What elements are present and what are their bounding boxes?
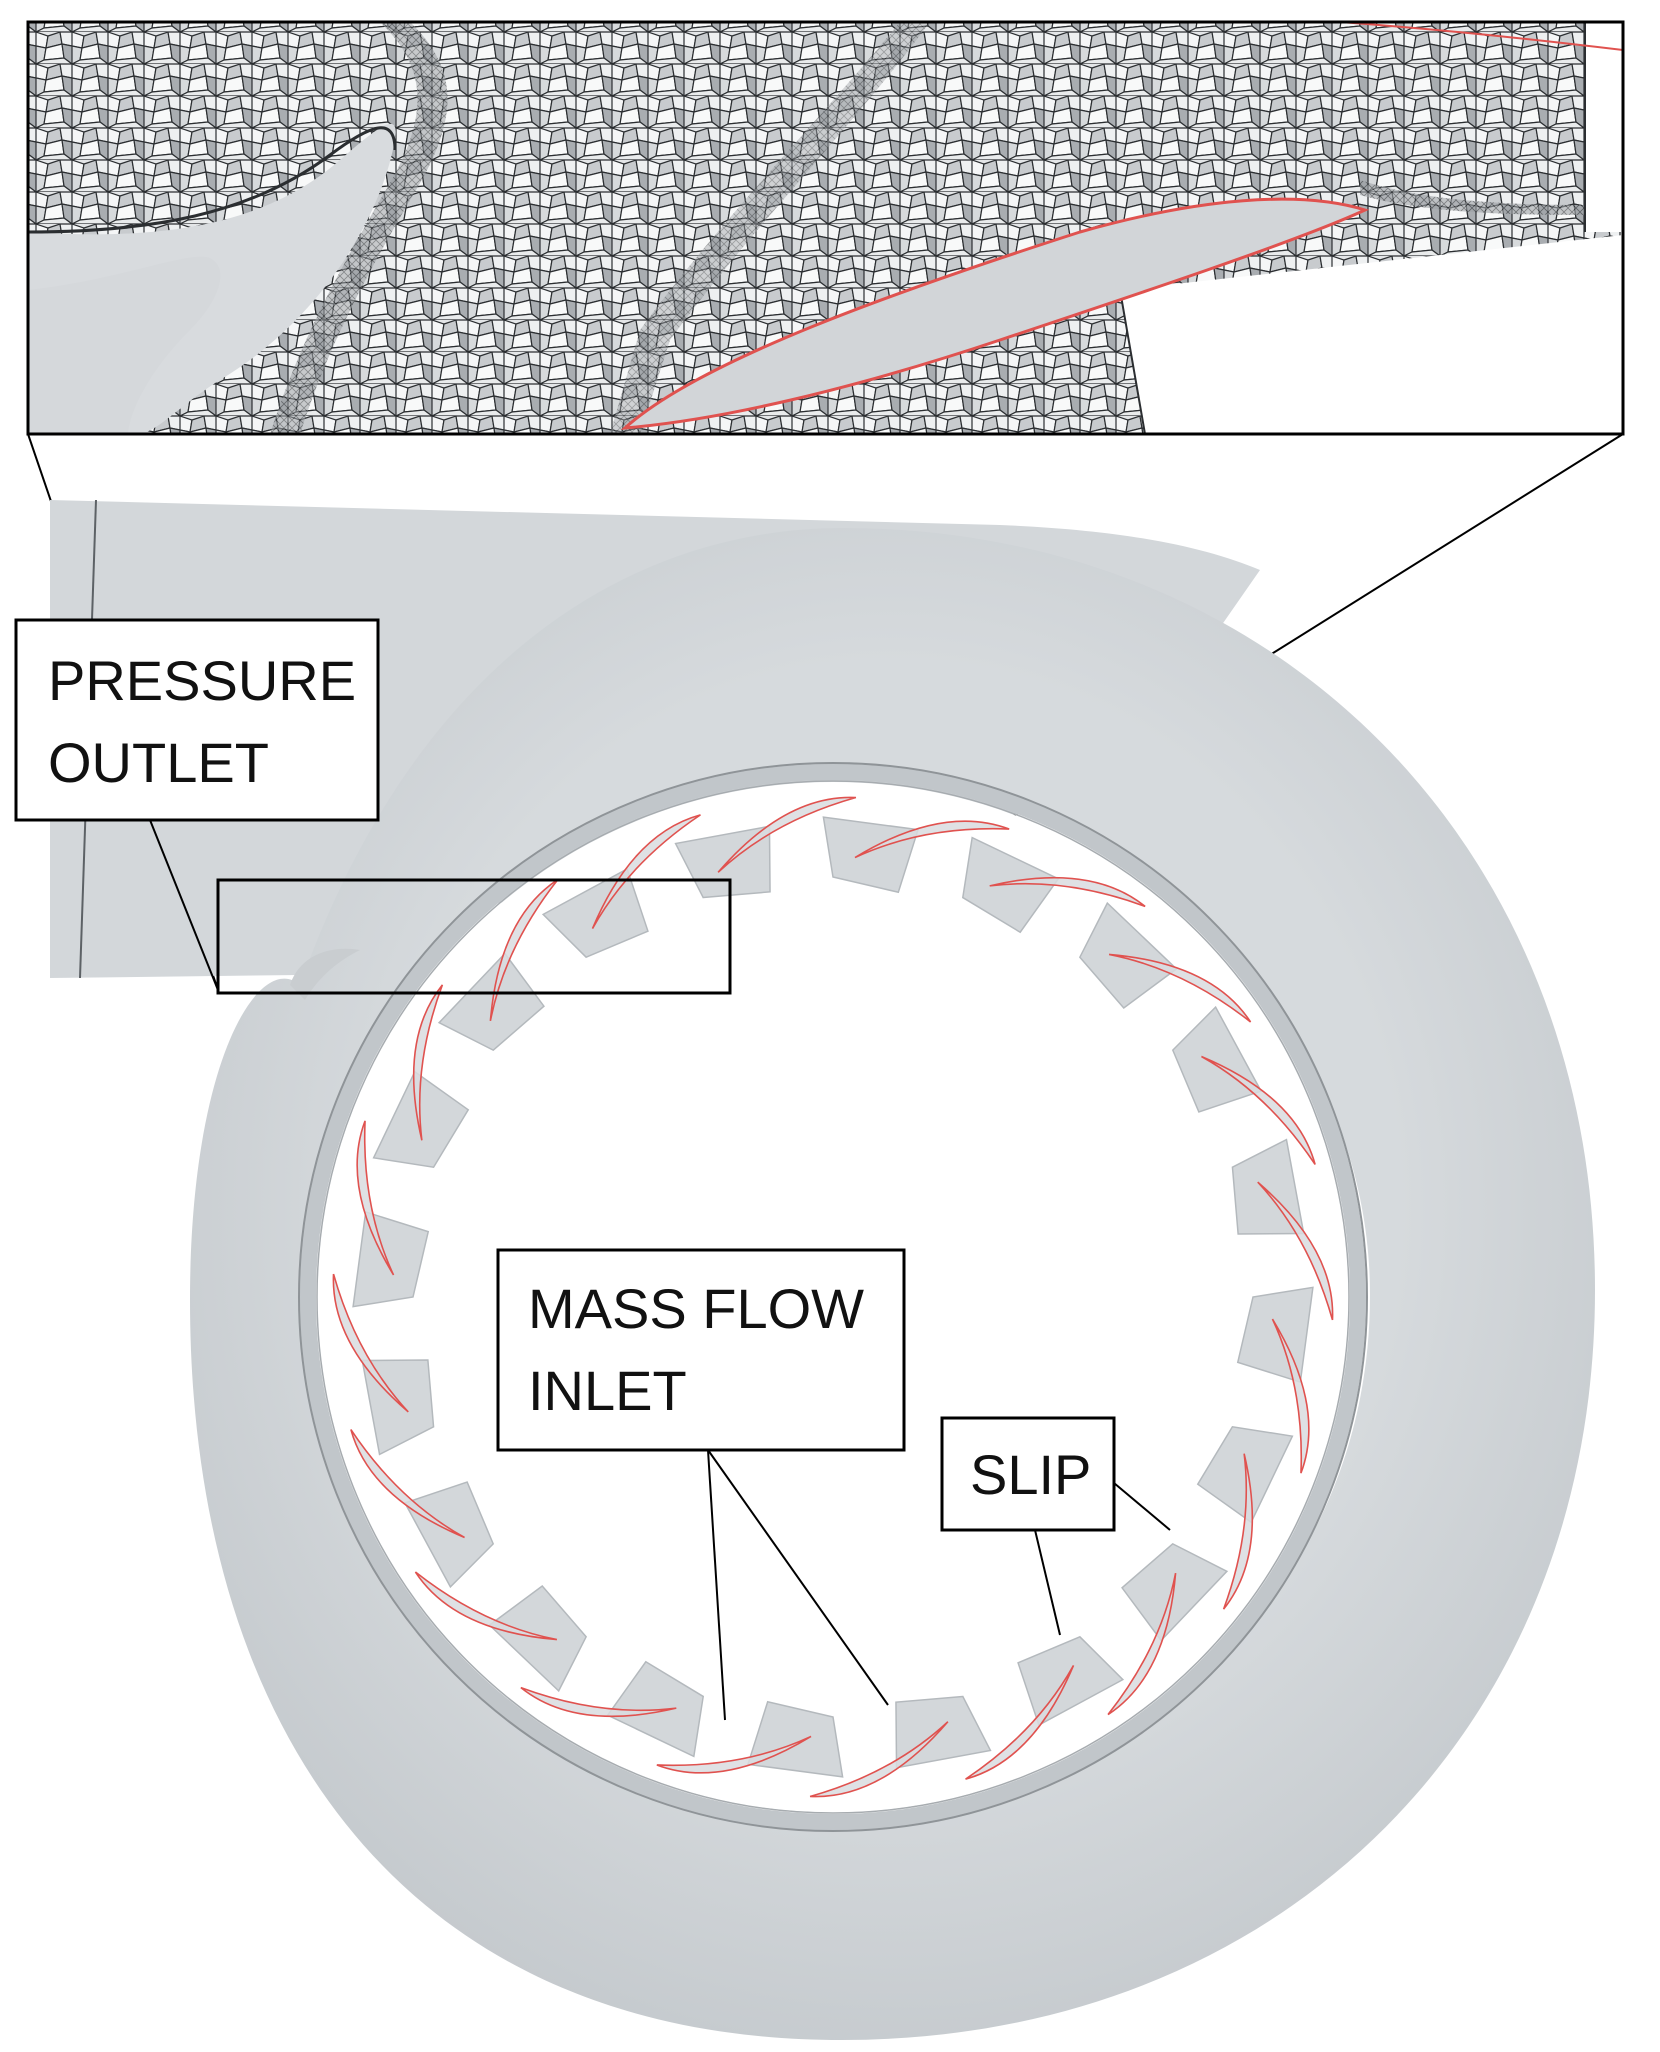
nozzle-vane <box>1108 953 1252 1023</box>
nozzle-vane <box>520 1686 677 1718</box>
inset-frame <box>26 20 1625 436</box>
mass-flow-inlet-line1: MASS FLOW <box>528 1277 864 1340</box>
slip-leader-2 <box>1034 1529 1061 1636</box>
inset-wall-edge <box>28 126 397 234</box>
pressure-outlet-box <box>14 618 380 822</box>
nozzle-vane <box>1201 1055 1316 1165</box>
nozzle-vane <box>1257 1181 1334 1321</box>
nozzle-vane <box>809 1721 949 1798</box>
nozzle-vane <box>717 796 857 873</box>
pressure-outlet-line1: PRESSURE <box>48 649 356 712</box>
slip-label: SLIP <box>970 1443 1091 1506</box>
volute-tongue <box>290 948 360 1000</box>
nozzle-vane <box>591 814 701 929</box>
inset-domain-edge <box>1119 289 1146 434</box>
nozzle-vane <box>854 820 1010 859</box>
nozzle-vane <box>414 1571 558 1641</box>
callout-slip: SLIP <box>940 1416 1171 1636</box>
inset-right-void <box>1586 22 1623 232</box>
inset-refined-band-2 <box>610 22 930 434</box>
nozzle-vane <box>356 1120 395 1276</box>
mass-flow-inlet-box <box>496 1248 906 1452</box>
inset-refined-band-3 <box>1360 180 1585 215</box>
mass-flow-leader-2 <box>707 1449 889 1706</box>
inset-tongue <box>28 256 221 434</box>
callout-pressure-outlet: PRESSURE OUTLET <box>14 618 380 991</box>
nozzle-vane <box>1107 1572 1177 1716</box>
mass-flow-leader-1 <box>707 1449 726 1721</box>
mesh-inset <box>26 20 1625 436</box>
mass-flow-inlet-line2: INLET <box>528 1359 687 1422</box>
callout-mass-flow-inlet: MASS FLOW INLET <box>496 1248 906 1721</box>
nozzle-vane <box>656 1735 812 1774</box>
slip-leader-1 <box>1113 1482 1171 1531</box>
inner-ring <box>300 764 1366 1830</box>
nozzle-vane <box>1271 1318 1310 1474</box>
inset-outer-domain <box>1120 235 1623 434</box>
nozzle-vane <box>989 876 1146 908</box>
inset-top-boundary <box>1339 22 1623 51</box>
volute-torus <box>190 528 1595 2040</box>
nozzle-vane <box>350 1429 465 1539</box>
zoom-target-box <box>216 878 732 995</box>
nozzle-vane <box>1222 1453 1254 1610</box>
inner-ring-inner-edge <box>316 780 1350 1814</box>
nozzle-vanes <box>332 796 1334 1798</box>
nozzle-vane <box>965 1665 1075 1780</box>
inset-refined-band-1 <box>270 22 448 434</box>
slip-box <box>940 1416 1116 1532</box>
inner-ring-edge <box>298 762 1368 1832</box>
inset-vane-airfoil <box>620 197 1370 430</box>
nozzle-vane <box>332 1273 409 1413</box>
pressure-outlet-leader <box>149 819 219 991</box>
nozzle-vane <box>412 984 444 1141</box>
pressure-outlet-line2: OUTLET <box>48 731 269 794</box>
